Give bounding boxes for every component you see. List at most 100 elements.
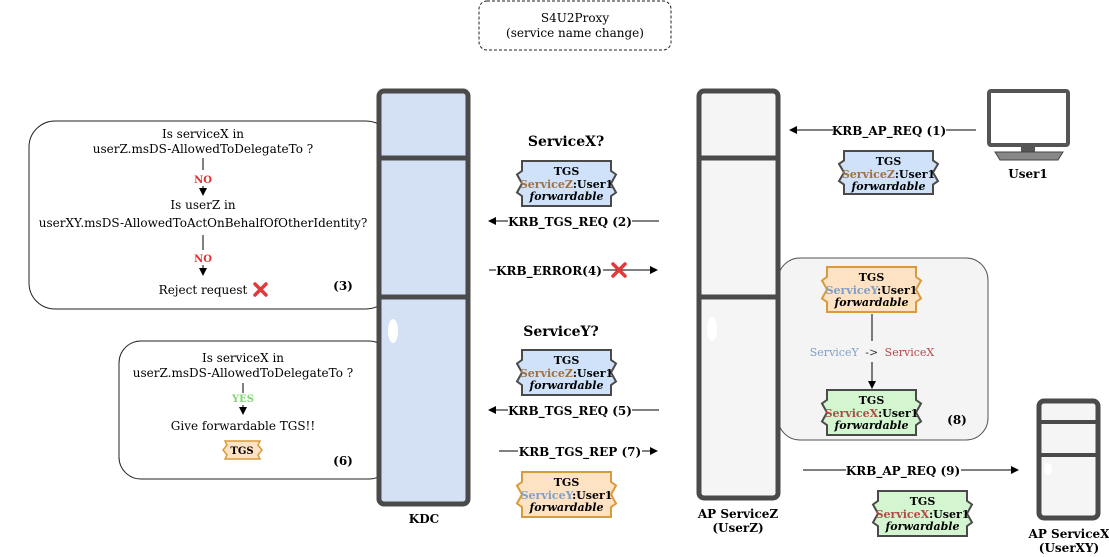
- message-5-label: KRB_TGS_REQ (5): [508, 404, 632, 419]
- servicex-question: ServiceX?: [528, 134, 604, 150]
- box8-step-number: (8): [947, 413, 967, 427]
- servicez-label-line1: AP ServiceZ: [697, 507, 779, 521]
- box8-from-service: ServiceY: [810, 346, 860, 359]
- box6-question-line1: Is serviceX in: [202, 351, 284, 365]
- small-tgs-label: TGS: [230, 446, 253, 457]
- box3-reject-text: Reject request: [159, 283, 248, 297]
- message-1: KRB_AP_REQ (1): [789, 124, 976, 139]
- box3-no2-label: NO: [194, 254, 212, 265]
- box6-yes-label: YES: [231, 394, 254, 405]
- ticket-service-name: ServiceY: [521, 489, 574, 502]
- ticket-flag: forwardable: [834, 296, 909, 309]
- ticket-shape: [837, 150, 940, 195]
- box6-step-number: (6): [333, 454, 353, 468]
- message-5: KRB_TGS_REQ (5): [488, 404, 659, 419]
- ticket-service-name: ServiceZ: [520, 367, 573, 380]
- ticket-user-name: :User1: [877, 284, 917, 297]
- box3-question1-line1: Is serviceX in: [162, 127, 244, 141]
- ticket-flag: forwardable: [885, 520, 960, 533]
- ticket-user-name: :User1: [573, 367, 613, 380]
- ticket-user-name: :User1: [573, 178, 613, 191]
- servicex-server: AP ServiceX (UserXY): [1028, 398, 1109, 555]
- ticket-service-name: ServiceZ: [842, 168, 895, 181]
- title-line-1: S4U2Proxy: [541, 11, 609, 25]
- ticket-flag: forwardable: [529, 190, 604, 203]
- ticket-service-name: ServiceY: [826, 284, 879, 297]
- servicey-question: ServiceY?: [523, 324, 598, 340]
- ticket-user-name: :User1: [878, 407, 918, 420]
- ticket-tgs-label: TGS: [859, 271, 885, 284]
- servicex-label-line1: AP ServiceX: [1028, 527, 1109, 541]
- reject-cross-icon: [253, 282, 268, 297]
- message-2-label: KRB_TGS_REQ (2): [508, 215, 632, 230]
- ticket-principal: ServiceY:User1: [521, 489, 613, 502]
- ticket-user-name: :User1: [929, 508, 969, 521]
- box3-question2-line1: Is userZ in: [170, 198, 235, 212]
- box8-to-service: ServiceX: [885, 346, 935, 359]
- box3-question2-line2: userXY.msDS-AllowedToActOnBehalfOfOtherI…: [39, 216, 368, 230]
- ticket-shape: [515, 160, 618, 207]
- box3-question1-line2: userZ.msDS-AllowedToDelegateTo ?: [93, 142, 313, 156]
- servicex-label-line2: (UserXY): [1039, 541, 1099, 555]
- decision-box-3: Is serviceX in userZ.msDS-AllowedToDeleg…: [28, 120, 393, 310]
- message-9: KRB_AP_REQ (9): [803, 464, 1019, 479]
- box6-give-text: Give forwardable TGS!!: [171, 419, 315, 433]
- box3-step-number: (3): [333, 279, 353, 293]
- tickets-layer: TGSServiceZ:User1forwardableTGSServiceZ:…: [515, 150, 974, 537]
- ticket-tgs-label: TGS: [859, 394, 885, 407]
- title-line-2: (service name change): [506, 26, 644, 40]
- ticket-service-name: ServiceZ: [520, 178, 573, 191]
- message-4: KRB_ERROR(4): [489, 262, 658, 279]
- ticket-shape: [820, 266, 923, 313]
- ticket-flag: forwardable: [834, 419, 909, 432]
- ticket-shape: [515, 471, 618, 518]
- ticket-principal: ServiceX:User1: [876, 508, 970, 521]
- ticket-flag: forwardable: [529, 379, 604, 392]
- box6-question-line2: userZ.msDS-AllowedToDelegateTo ?: [133, 366, 353, 380]
- ticket-tgs-label: TGS: [554, 354, 580, 367]
- title-box: S4U2Proxy (service name change): [478, 0, 672, 51]
- ticket-principal: ServiceY:User1: [826, 284, 918, 297]
- small-tgs-ticket: [222, 440, 263, 460]
- message-7-label: KRB_TGS_REP (7): [519, 445, 641, 460]
- ticket-shape: [820, 389, 923, 436]
- box8-transform-arrow: ->: [865, 346, 878, 359]
- message-7: KRB_TGS_REP (7): [499, 445, 658, 460]
- ticket-principal: ServiceZ:User1: [520, 367, 613, 380]
- user-label: User1: [1008, 167, 1048, 181]
- ticket-shape: [871, 490, 974, 537]
- ticket-principal: ServiceZ:User1: [520, 178, 613, 191]
- ticket-user-name: :User1: [895, 168, 935, 181]
- ticket-principal: ServiceX:User1: [825, 407, 919, 420]
- computer-icon: User1: [987, 89, 1070, 181]
- box8-transform-text: ServiceY -> ServiceX: [810, 346, 935, 359]
- message-9-label: KRB_AP_REQ (9): [846, 464, 960, 479]
- ticket-tgs-label: TGS: [910, 495, 936, 508]
- ticket-tgs-label: TGS: [554, 476, 580, 489]
- ticket-shape: [515, 349, 618, 396]
- ticket-service-name: ServiceX: [825, 407, 879, 420]
- ticket-tgs-label: TGS: [876, 155, 902, 168]
- error-cross-icon: [611, 262, 627, 278]
- message-2: KRB_TGS_REQ (2): [488, 215, 659, 230]
- message-4-label: KRB_ERROR(4): [496, 264, 602, 279]
- decision-box-6: Is serviceX in userZ.msDS-AllowedToDeleg…: [118, 340, 392, 480]
- servicez-server: AP ServiceZ (UserZ): [696, 88, 781, 535]
- message-1-label: KRB_AP_REQ (1): [832, 124, 946, 139]
- box3-no1-label: NO: [194, 175, 212, 186]
- ticket-flag: forwardable: [851, 180, 926, 193]
- kdc-label: KDC: [409, 512, 439, 526]
- kdc-server: KDC: [376, 88, 471, 526]
- ticket-service-name: ServiceX: [876, 508, 930, 521]
- ticket-principal: ServiceZ:User1: [842, 168, 935, 181]
- ticket-user-name: :User1: [572, 489, 612, 502]
- ticket-flag: forwardable: [529, 501, 604, 514]
